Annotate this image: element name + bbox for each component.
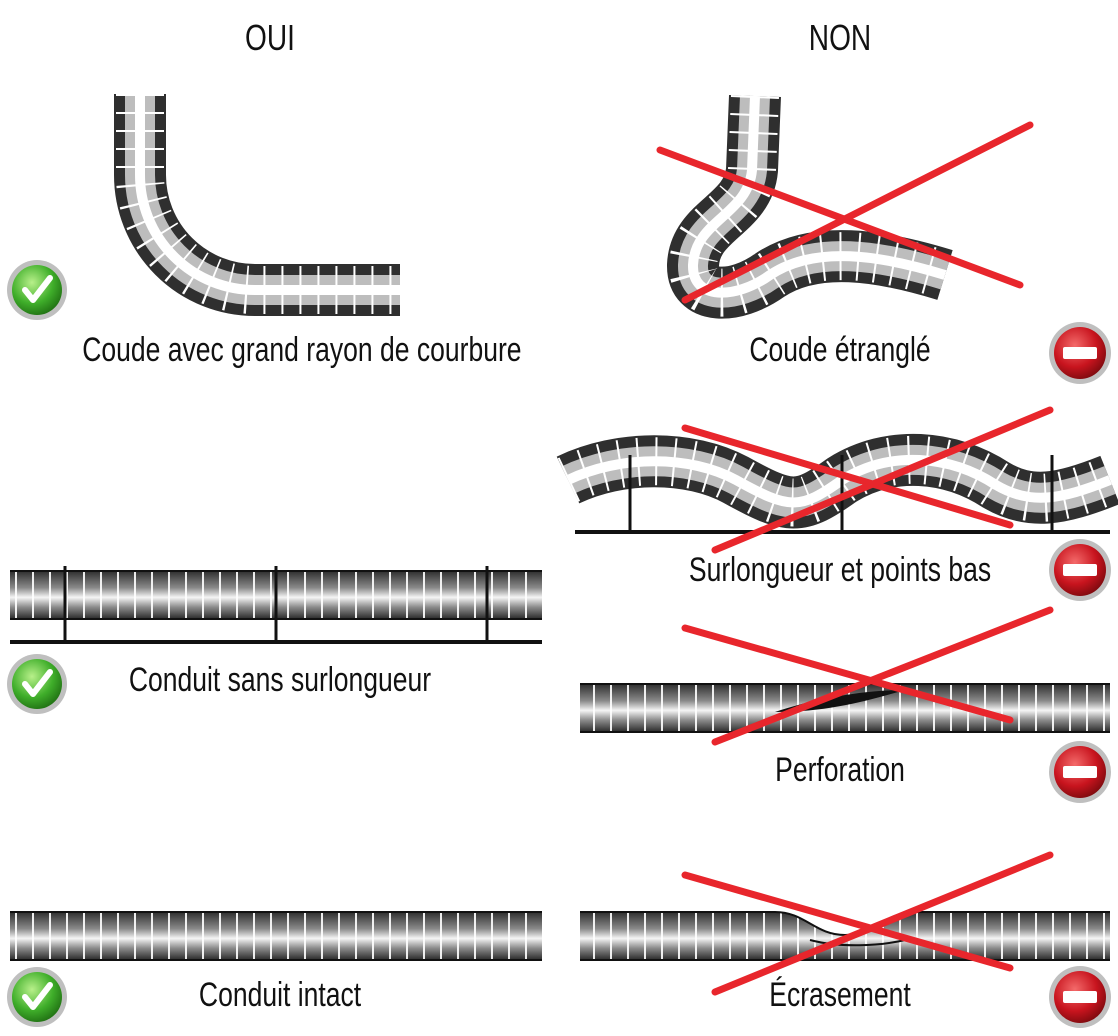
check-icon <box>7 260 67 320</box>
check-icon <box>7 967 67 1027</box>
header-no: NON <box>808 17 872 58</box>
caption-no-kinked: Coude étranglé <box>749 331 931 369</box>
caption-yes-intact: Conduit intact <box>198 976 362 1014</box>
no-entry-icon <box>1049 966 1111 1028</box>
caption-no-crushed: Écrasement <box>769 976 911 1014</box>
caption-no-perforation: Perforation <box>775 751 905 789</box>
red-cross-mark <box>681 606 1054 746</box>
no-entry-icon <box>1049 741 1111 803</box>
caption-no-slack-low-points: Surlongueur et points bas <box>688 551 992 589</box>
kinked-elbow-pipe <box>667 94 953 319</box>
red-cross-mark <box>681 406 1054 554</box>
caption-yes-no-slack: Conduit sans surlongueur <box>128 661 432 699</box>
red-cross-mark <box>656 121 1034 304</box>
header-yes: OUI <box>245 17 295 58</box>
no-entry-icon <box>1049 322 1111 384</box>
elbow-large-radius-pipe <box>114 94 400 316</box>
straight-pipe-supported <box>10 566 542 644</box>
no-entry-icon <box>1049 539 1111 601</box>
intact-pipe <box>10 911 542 961</box>
slack-pipe-low-points <box>556 433 1118 534</box>
red-cross-mark <box>681 851 1054 996</box>
caption-yes-elbow: Coude avec grand rayon de courbure <box>82 331 522 369</box>
check-icon <box>7 654 67 714</box>
